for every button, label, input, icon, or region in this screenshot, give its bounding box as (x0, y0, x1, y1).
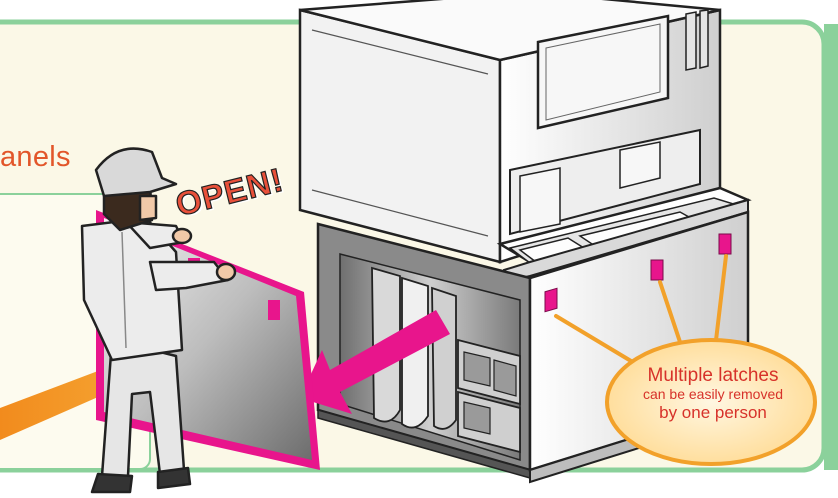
callout-line-3: by one person (612, 403, 814, 423)
latch-marker (545, 288, 557, 311)
callout-line-2: can be easily removed (612, 386, 814, 403)
latch-marker (651, 260, 663, 280)
latch-marker (719, 234, 731, 254)
latch-callout-text: Multiple latches can be easily removed b… (612, 366, 814, 423)
section-heading: anels (0, 141, 71, 174)
frame-right-edge (824, 24, 838, 470)
callout-line-1: Multiple latches (612, 366, 814, 386)
